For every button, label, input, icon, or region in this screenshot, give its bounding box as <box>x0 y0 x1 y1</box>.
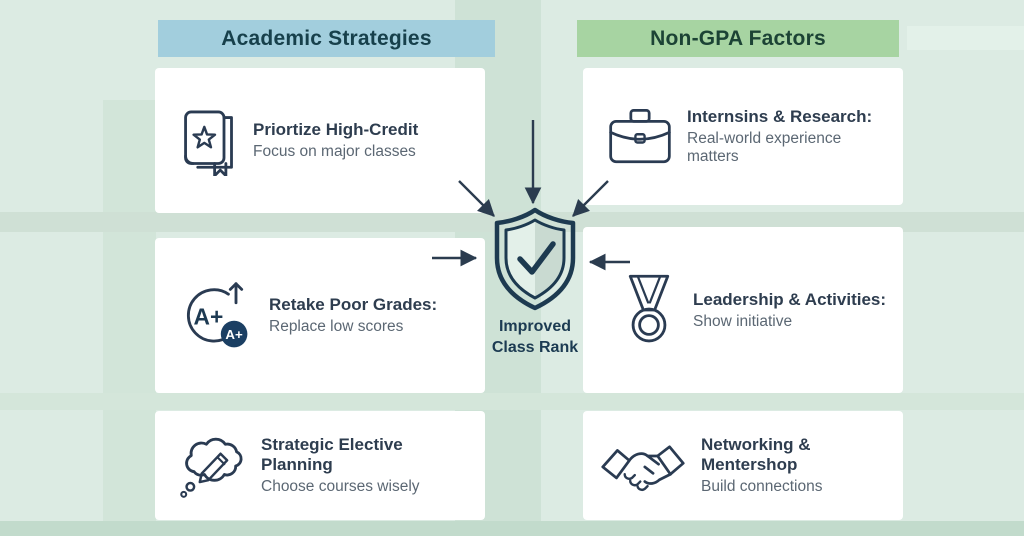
background-band-bottom <box>0 521 1024 536</box>
background-band-lower <box>0 393 1024 410</box>
medal-icon <box>619 272 679 348</box>
header-non-gpa-factors: Non-GPA Factors <box>577 20 899 57</box>
card-leadership-activities: Leadership & Activities: Show initiative <box>583 227 903 393</box>
center-label-line1: Improved <box>498 318 571 335</box>
grade-aplus-icon: A+ A+ <box>179 278 255 354</box>
card-title: Retake Poor Grades: <box>269 295 438 314</box>
svg-text:A+: A+ <box>225 326 243 341</box>
card-title: Internsins & Research: <box>687 107 873 126</box>
card-networking-mentorship: Networking & Mentershop Build connection… <box>583 411 903 520</box>
card-retake-poor-grades: A+ A+ Retake Poor Grades: Replace low sc… <box>155 238 485 393</box>
handshake-icon <box>599 434 687 498</box>
shield-check-icon <box>494 207 576 311</box>
header-academic-strategies-label: Academic Strategies <box>221 26 432 50</box>
card-subtitle: Choose courses wisely <box>261 478 420 495</box>
card-subtitle: Replace low scores <box>269 318 404 335</box>
briefcase-icon <box>607 106 673 168</box>
header-non-gpa-factors-label: Non-GPA Factors <box>650 26 826 50</box>
card-title: Networking & Mentershop <box>701 435 811 474</box>
card-title: Priortize High-Credit <box>253 120 419 139</box>
center-label: Improved Class Rank <box>473 316 597 358</box>
background-corner-light <box>907 26 1024 50</box>
thought-pencil-icon <box>179 432 247 500</box>
card-subtitle: Focus on major classes <box>253 143 416 160</box>
card-internships-research: Internsins & Research: Real-world experi… <box>583 68 903 205</box>
book-star-icon <box>179 106 239 176</box>
card-subtitle: Build connections <box>701 478 823 495</box>
header-academic-strategies: Academic Strategies <box>158 20 495 57</box>
card-title: Strategic Elective Planning <box>261 435 403 474</box>
card-prioritize-high-credit: Priortize High-Credit Focus on major cla… <box>155 68 485 213</box>
background-strip-left <box>103 100 156 536</box>
svg-text:A+: A+ <box>194 303 224 329</box>
card-subtitle: Show initiative <box>693 312 793 330</box>
card-subtitle: Real-world experience matters <box>687 130 842 165</box>
center-label-line2: Class Rank <box>491 339 579 356</box>
card-strategic-elective-planning: Strategic Elective Planning Choose cours… <box>155 411 485 520</box>
card-title: Leadership & Activities: <box>693 289 887 309</box>
